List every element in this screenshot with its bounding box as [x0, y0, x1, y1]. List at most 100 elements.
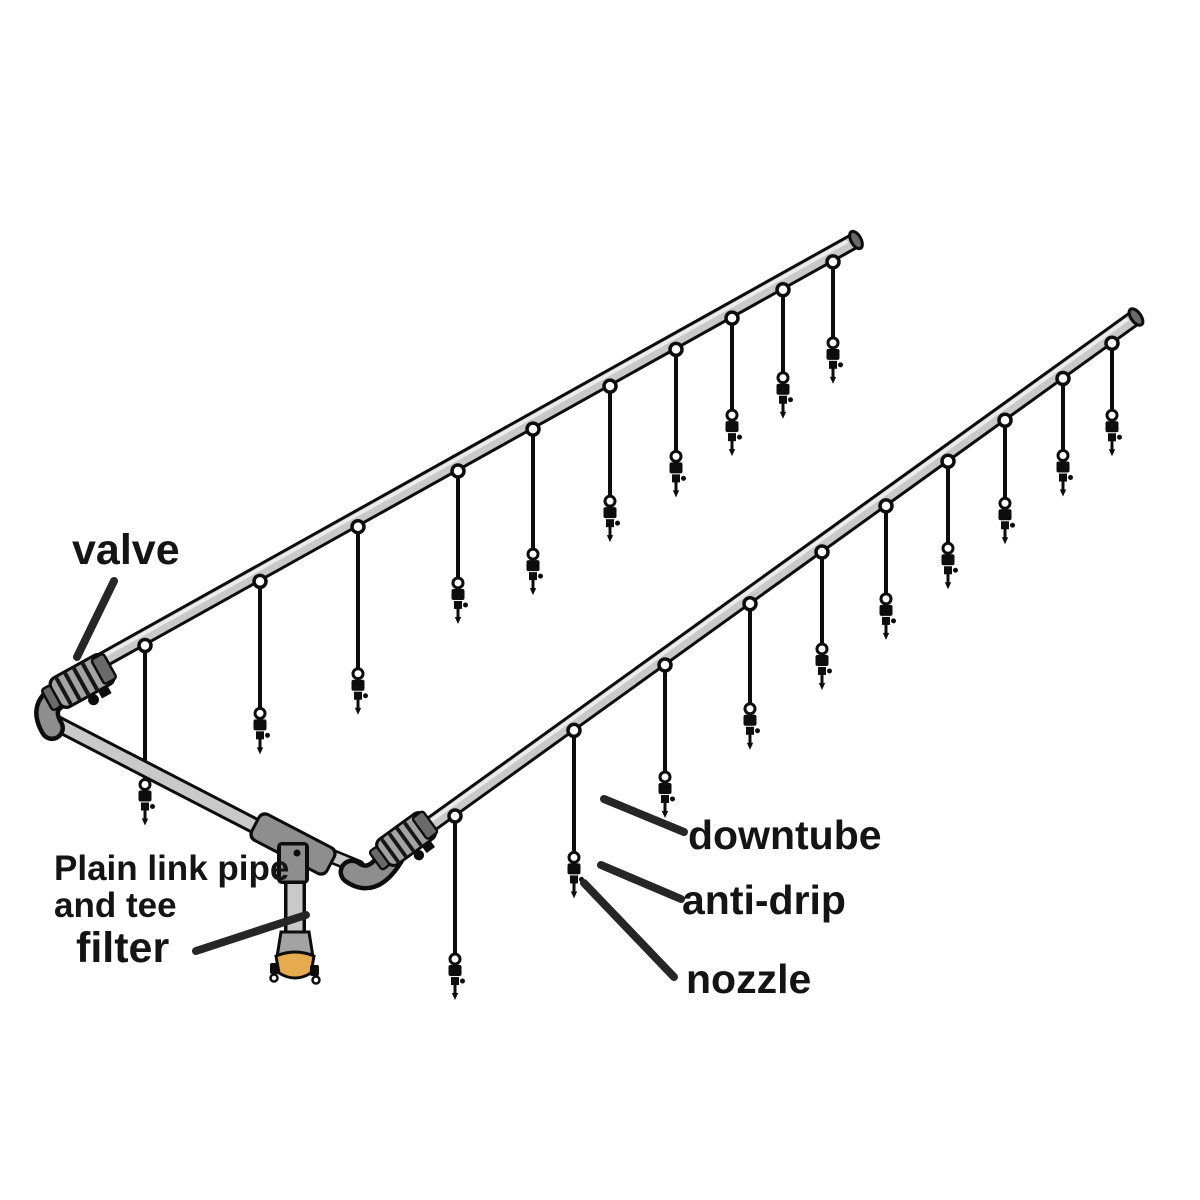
anti-drip-cap	[779, 395, 787, 404]
downtube	[815, 557, 832, 690]
filter-foot-left	[270, 963, 279, 974]
downtube-hanger-loop	[940, 453, 956, 470]
link-pipe	[48, 716, 294, 849]
filter-foot-right	[310, 965, 319, 976]
tee-branch	[281, 845, 305, 881]
anti-drip-ring	[826, 336, 840, 350]
anti-drip-cap	[606, 519, 614, 528]
anti-drip-cap	[944, 566, 952, 575]
downtube-hanger-loop	[775, 281, 791, 298]
downtube	[669, 355, 686, 498]
downtube-hanger-loop	[814, 544, 830, 560]
anti-drip-body	[826, 348, 840, 360]
anti-drip-cap	[570, 875, 578, 884]
downtube	[138, 651, 155, 826]
anti-drip-cap	[818, 666, 826, 675]
filter-foot-ring-right	[311, 975, 321, 985]
anti-drip-ring	[1056, 449, 1070, 463]
downtube	[448, 822, 465, 1001]
anti-drip-ring	[351, 667, 365, 681]
anti-drip-side-tab	[1010, 522, 1015, 528]
front-valve-collar-right	[411, 810, 439, 840]
label-anti-drip: anti-drip	[682, 877, 846, 923]
nozzle-tip	[1108, 449, 1116, 457]
downtube	[253, 587, 270, 755]
anti-drip-ring	[998, 496, 1012, 510]
downtube-hanger-loop	[566, 722, 582, 739]
nozzle-tip	[529, 588, 537, 596]
nozzle-tip	[661, 810, 669, 818]
downtube-hanger-loop	[450, 463, 466, 479]
back-valve-rib	[80, 662, 99, 691]
downtube-hanger-loop	[350, 518, 366, 535]
anti-drip-body	[725, 421, 739, 433]
downtube	[879, 511, 896, 640]
downtube	[526, 435, 543, 596]
anti-drip-body	[451, 588, 465, 600]
back-manifold-pipe	[55, 235, 859, 690]
anti-drip-side-tab	[737, 434, 742, 440]
nozzle-tip	[818, 682, 826, 690]
anti-drip-body	[1105, 421, 1119, 433]
anti-drip-body	[526, 560, 540, 572]
anti-drip-ring	[451, 576, 465, 590]
anti-drip-side-tab	[463, 602, 468, 608]
downtube-hanger-loop	[252, 573, 268, 590]
anti-drip-side-tab	[891, 618, 896, 624]
label-downtube: downtube	[688, 812, 882, 858]
front-valve-rib	[395, 827, 416, 853]
pipe-end-cap	[848, 229, 864, 251]
anti-drip-ring	[138, 777, 152, 791]
anti-drip-ring	[879, 592, 893, 606]
anti-drip-cap	[354, 691, 362, 700]
anti-drip-body	[879, 604, 893, 616]
downtube-hanger-loop	[742, 596, 758, 612]
back-valve-collar-right	[90, 653, 117, 685]
front-valve-clamp-tab	[422, 840, 436, 854]
downtube	[998, 426, 1015, 545]
downtube-hanger-loop	[447, 808, 463, 824]
anti-drip-body	[743, 714, 757, 726]
anti-drip-cap	[728, 433, 736, 442]
anti-drip-ring	[448, 952, 462, 966]
nozzle-tip	[882, 632, 890, 640]
anti-drip-cap	[829, 360, 837, 369]
downtube-hanger-loop	[997, 412, 1013, 429]
front-manifold-pipe	[408, 312, 1140, 843]
anti-drip-cap	[1059, 473, 1067, 482]
downtube-hanger-loop	[525, 421, 541, 437]
anti-drip-body	[776, 383, 790, 395]
back-valve-clamp-lug	[88, 694, 100, 706]
anti-drip-body	[603, 507, 617, 519]
label-plain-link-pipe-and-tee: Plain link pipe and tee	[54, 850, 289, 924]
anti-drip-cap	[661, 794, 669, 803]
anti-drip-ring	[658, 770, 672, 784]
tee-port-dot	[293, 849, 301, 857]
anti-drip-ring	[526, 547, 540, 561]
downtube	[725, 324, 742, 457]
downtube	[567, 736, 584, 899]
front-valve-clamp-lug	[413, 850, 425, 861]
valve-leader	[73, 577, 118, 661]
front-valve-rib	[403, 821, 423, 847]
anti-drip-side-tab	[953, 567, 958, 573]
nozzle-tip	[451, 993, 459, 1001]
label-nozzle: nozzle	[686, 956, 812, 1002]
anti-drip-side-tab	[265, 732, 270, 738]
anti-drip-cap	[454, 600, 462, 609]
anti-drip-side-tab	[670, 796, 675, 802]
nozzle-tip	[141, 818, 149, 826]
back-valve-rib	[54, 677, 73, 706]
back-manifold-pipe-highlight	[62, 239, 849, 680]
back-valve-rib	[63, 672, 82, 701]
anti-drip-body	[138, 790, 152, 802]
downtube	[776, 295, 793, 419]
anti-drip-body	[448, 965, 462, 977]
anti-drip-side-tab	[755, 728, 760, 734]
anti-drip-ring	[1105, 408, 1119, 422]
anti-drip-side-tab	[1117, 434, 1122, 440]
label-valve: valve	[72, 526, 180, 574]
anti-drip-cap	[882, 616, 890, 625]
